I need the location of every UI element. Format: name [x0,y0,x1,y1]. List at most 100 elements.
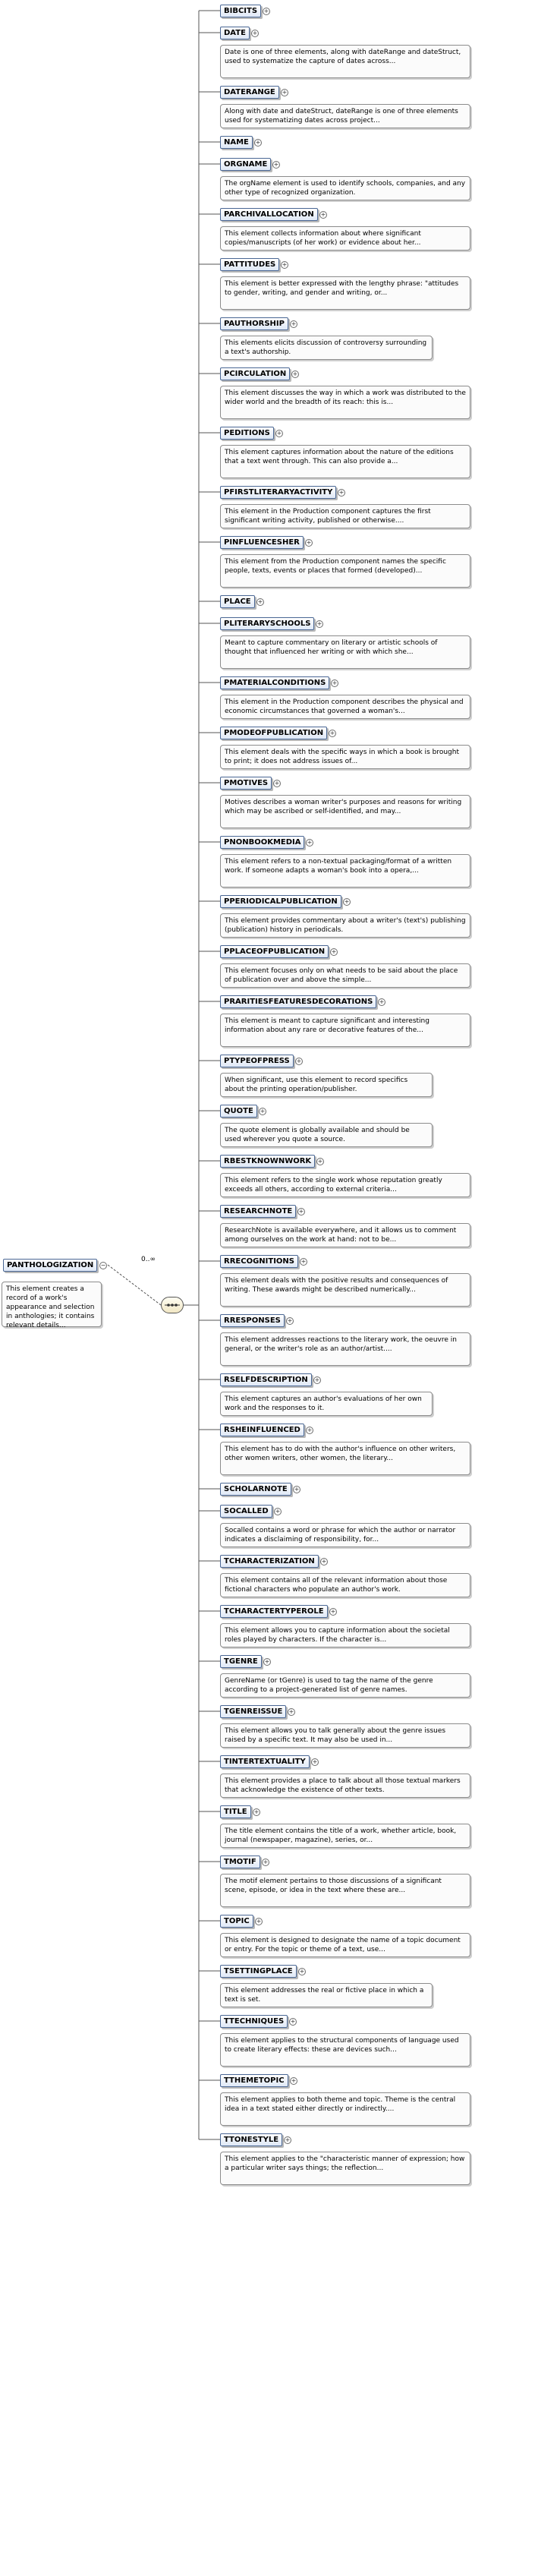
child-element-name: TOPIC [224,1917,250,1925]
expand-icon[interactable]: + [306,839,313,847]
child-element-box[interactable]: PMATERIALCONDITIONS [220,676,330,689]
child-element-name: TTONESTYLE [224,2136,279,2144]
child-element-box[interactable]: TITLE [220,1805,251,1818]
expand-icon[interactable]: + [286,1317,294,1325]
child-element-box[interactable]: PMOTIVES [220,777,272,790]
expand-icon[interactable]: + [313,1376,321,1384]
child-element-name: PNONBOOKMEDIA [224,838,301,847]
child-element-box[interactable]: PTYPEOFPRESS [220,1055,294,1067]
expand-icon[interactable]: + [288,1708,295,1716]
child-element-box[interactable]: PEDITIONS [220,427,274,440]
expand-icon[interactable]: + [316,620,323,628]
child-element-box[interactable]: SOCALLED [220,1505,272,1518]
child-element-box[interactable]: TGENRE [220,1655,262,1668]
child-element-box[interactable]: RBESTKNOWNWORK [220,1155,316,1168]
expand-icon[interactable]: + [289,2018,297,2026]
expand-icon[interactable]: + [338,489,345,497]
expand-icon[interactable]: + [306,1427,313,1434]
child-element-box[interactable]: TTECHNIQUES [220,2015,288,2028]
child-element-box[interactable]: DATERANGE [220,86,279,99]
expand-icon[interactable]: + [319,211,327,219]
expand-icon[interactable]: + [329,730,336,737]
expand-icon[interactable]: + [291,370,299,378]
expand-icon[interactable]: + [254,139,262,147]
expand-icon[interactable]: + [272,161,280,169]
child-element-box[interactable]: PLITERARYSCHOOLS [220,617,315,630]
expand-icon[interactable]: + [273,780,281,787]
child-element-box[interactable]: RSELFDESCRIPTION [220,1373,312,1386]
child-element-name: PATTITUDES [224,260,276,269]
child-element-box[interactable]: TINTERTEXTUALITY [220,1755,310,1768]
child-element-box[interactable]: RSHEINFLUENCED [220,1424,304,1436]
child-element-box[interactable]: TCHARACTERTYPEROLE [220,1605,328,1618]
child-element-box[interactable]: TCHARACTERIZATION [220,1555,319,1568]
expand-icon[interactable]: + [300,1258,307,1266]
child-element-box[interactable]: TMOTIF [220,1856,260,1868]
expand-icon[interactable]: + [255,1918,263,1925]
child-documentation: The motif element pertains to those disc… [220,1874,470,1907]
expand-icon[interactable]: + [253,1808,260,1816]
child-element-box[interactable]: RRESPONSES [220,1314,285,1327]
child-element-name: PLACE [224,597,251,606]
child-documentation: The quote element is globally available … [220,1123,433,1147]
expand-icon[interactable]: + [295,1058,303,1065]
child-element-name: SCHOLARNOTE [224,1485,288,1493]
expand-icon[interactable]: + [329,1608,337,1616]
expand-icon[interactable]: + [263,1658,271,1666]
child-element-box[interactable]: TTONESTYLE [220,2133,283,2146]
child-element-box[interactable]: TOPIC [220,1915,253,1928]
child-element-box[interactable]: TGENREISSUE [220,1705,287,1718]
expand-icon[interactable]: + [275,430,283,437]
expand-icon[interactable]: + [378,998,385,1006]
expand-icon[interactable]: + [284,2136,291,2144]
root-expand-icon[interactable]: − [99,1262,107,1269]
expand-icon[interactable]: + [320,1558,328,1565]
expand-icon[interactable]: + [331,679,338,687]
expand-icon[interactable]: + [316,1158,324,1165]
expand-icon[interactable]: + [293,1486,300,1493]
child-element-box[interactable]: ORGNAME [220,158,272,171]
child-element-box[interactable]: PAUTHORSHIP [220,317,288,330]
expand-icon[interactable]: + [251,30,259,37]
child-element-box[interactable]: PARCHIVALLOCATION [220,208,318,221]
child-element-box[interactable]: NAME [220,136,253,149]
expand-icon[interactable]: + [262,1859,269,1866]
child-element-box[interactable]: QUOTE [220,1105,257,1118]
expand-icon[interactable]: + [298,1968,306,1975]
child-element-box[interactable]: TSETTINGPLACE [220,1965,297,1978]
child-element-box[interactable]: PRARITIESFEATURESDECORATIONS [220,995,377,1008]
expand-icon[interactable]: + [263,8,270,15]
child-element-box[interactable]: PINFLUENCESHER [220,536,304,549]
child-element-box[interactable]: TTHEMETOPIC [220,2074,288,2087]
child-element-box[interactable]: PPERIODICALPUBLICATION [220,895,341,908]
expand-icon[interactable]: + [330,948,338,956]
child-documentation: This element deals with the positive res… [220,1273,470,1307]
expand-icon[interactable]: + [311,1758,319,1766]
expand-icon[interactable]: + [290,2077,297,2085]
expand-icon[interactable]: + [256,598,264,606]
root-documentation: This element creates a record of a work'… [2,1282,102,1329]
root-element-box[interactable]: PANTHOLOGIZATION [3,1259,98,1272]
child-element-box[interactable]: RRECOGNITIONS [220,1255,298,1268]
expand-icon[interactable]: + [259,1108,266,1115]
child-element-box[interactable]: PMODEOFPUBLICATION [220,727,328,739]
expand-icon[interactable]: + [343,898,351,906]
expand-icon[interactable]: + [274,1508,282,1515]
child-element-box[interactable]: DATE [220,27,250,39]
expand-icon[interactable]: + [305,539,313,547]
child-element-box[interactable]: BIBCITS [220,5,262,17]
child-element-name: PEDITIONS [224,429,270,437]
child-element-box[interactable]: PPLACEOFPUBLICATION [220,945,329,958]
child-element-box[interactable]: PATTITUDES [220,258,280,271]
sequence-compositor-icon[interactable] [161,1297,184,1313]
expand-icon[interactable]: + [297,1208,305,1215]
child-element-box[interactable]: SCHOLARNOTE [220,1483,291,1496]
child-element-box[interactable]: PFIRSTLITERARYACTIVITY [220,486,337,499]
child-element-box[interactable]: PNONBOOKMEDIA [220,836,305,849]
expand-icon[interactable]: + [290,320,297,328]
child-element-box[interactable]: PCIRCULATION [220,367,291,380]
expand-icon[interactable]: + [281,89,288,96]
child-element-box[interactable]: RESEARCHNOTE [220,1205,297,1218]
expand-icon[interactable]: + [281,261,288,269]
child-element-box[interactable]: PLACE [220,595,255,608]
